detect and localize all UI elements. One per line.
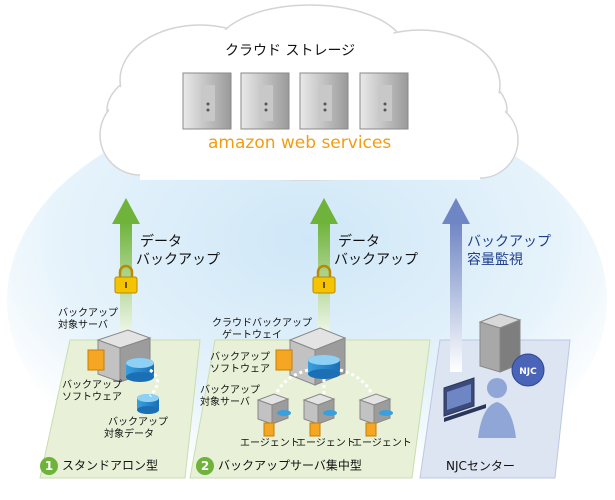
gateway-label-1: クラウドバックアップ bbox=[212, 318, 312, 329]
agent-label-1: エージェント bbox=[240, 438, 300, 449]
agent-server-icon bbox=[256, 393, 291, 437]
njc-badge: NJC bbox=[511, 353, 545, 387]
right-arrow-label-1: バックアップ bbox=[467, 234, 551, 250]
njc-server-icon bbox=[478, 313, 522, 373]
standalone-dotted-link bbox=[148, 368, 159, 398]
lock-icon bbox=[312, 264, 336, 294]
middle-arrow-label-2: バックアップ bbox=[334, 252, 418, 268]
lock-icon bbox=[114, 264, 138, 294]
central-caption: 2 バックアップサーバ集中型 bbox=[196, 457, 362, 475]
panel-standalone bbox=[39, 339, 201, 479]
standalone-server-label-1: バックアップ bbox=[58, 308, 118, 319]
agent-server-icon bbox=[358, 393, 393, 437]
central-software-label-1: バックアップ bbox=[210, 352, 270, 363]
agent-server-icon bbox=[302, 393, 337, 437]
standalone-server-label-2: 対象サーバ bbox=[58, 320, 108, 331]
njc-caption: NJCセンター bbox=[446, 459, 515, 473]
central-disk-icon bbox=[308, 355, 340, 379]
right-arrow-label-2: 容量監視 bbox=[467, 252, 523, 268]
cloud-title: クラウド ストレージ bbox=[225, 43, 356, 59]
central-software-icon bbox=[275, 349, 293, 371]
standalone-software-icon bbox=[87, 349, 105, 371]
central-caption-text: バックアップサーバ集中型 bbox=[218, 458, 362, 473]
standalone-data-label-1: バックアップ bbox=[108, 417, 168, 428]
agent-label-3: エージェント bbox=[352, 438, 412, 449]
standalone-data-label-2: 対象データ bbox=[104, 429, 154, 440]
cloud-server-icon bbox=[240, 72, 290, 130]
standalone-disk-icon bbox=[126, 358, 154, 382]
njc-badge-text: NJC bbox=[519, 367, 537, 377]
cloud-server-icon bbox=[182, 72, 232, 130]
aws-label: amazon web services bbox=[208, 133, 392, 153]
caption-number-1: 1 bbox=[40, 457, 58, 475]
agent-label-2: エージェント bbox=[296, 438, 356, 449]
cloud-server-icon bbox=[359, 72, 409, 130]
central-software-label-2: ソフトウェア bbox=[210, 364, 270, 375]
arrow-right-blue bbox=[442, 198, 470, 372]
standalone-caption-text: スタンドアロン型 bbox=[62, 458, 159, 473]
standalone-software-label-1: バックアップ bbox=[62, 380, 122, 391]
caption-number-2: 2 bbox=[196, 457, 214, 475]
middle-arrow-label-1: データ bbox=[338, 234, 380, 250]
left-arrow-label-1: データ bbox=[140, 234, 182, 250]
standalone-caption: 1 スタンドアロン型 bbox=[40, 457, 158, 475]
operator-person-icon bbox=[478, 378, 516, 438]
central-server-label-1: バックアップ bbox=[200, 385, 260, 396]
left-arrow-label-2: バックアップ bbox=[136, 252, 220, 268]
gateway-label-2: ゲートウェイ bbox=[222, 330, 282, 341]
monitor-icon bbox=[443, 377, 486, 422]
standalone-software-label-2: ソフトウェア bbox=[62, 392, 122, 403]
cloud-server-icon bbox=[299, 72, 349, 130]
standalone-data-icon bbox=[137, 394, 159, 414]
central-server-label-2: 対象サーバ bbox=[200, 397, 250, 408]
